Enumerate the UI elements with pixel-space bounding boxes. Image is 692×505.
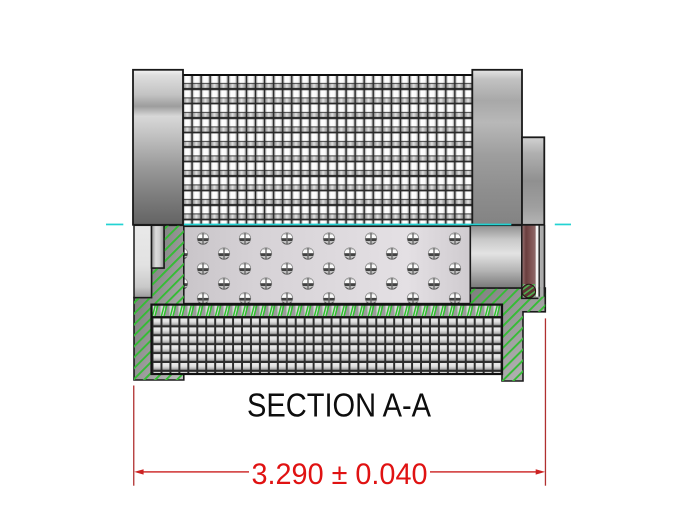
svg-text:SECTION A-A: SECTION A-A (247, 388, 432, 425)
svg-text:3.290 ± 0.040: 3.290 ± 0.040 (252, 458, 428, 491)
